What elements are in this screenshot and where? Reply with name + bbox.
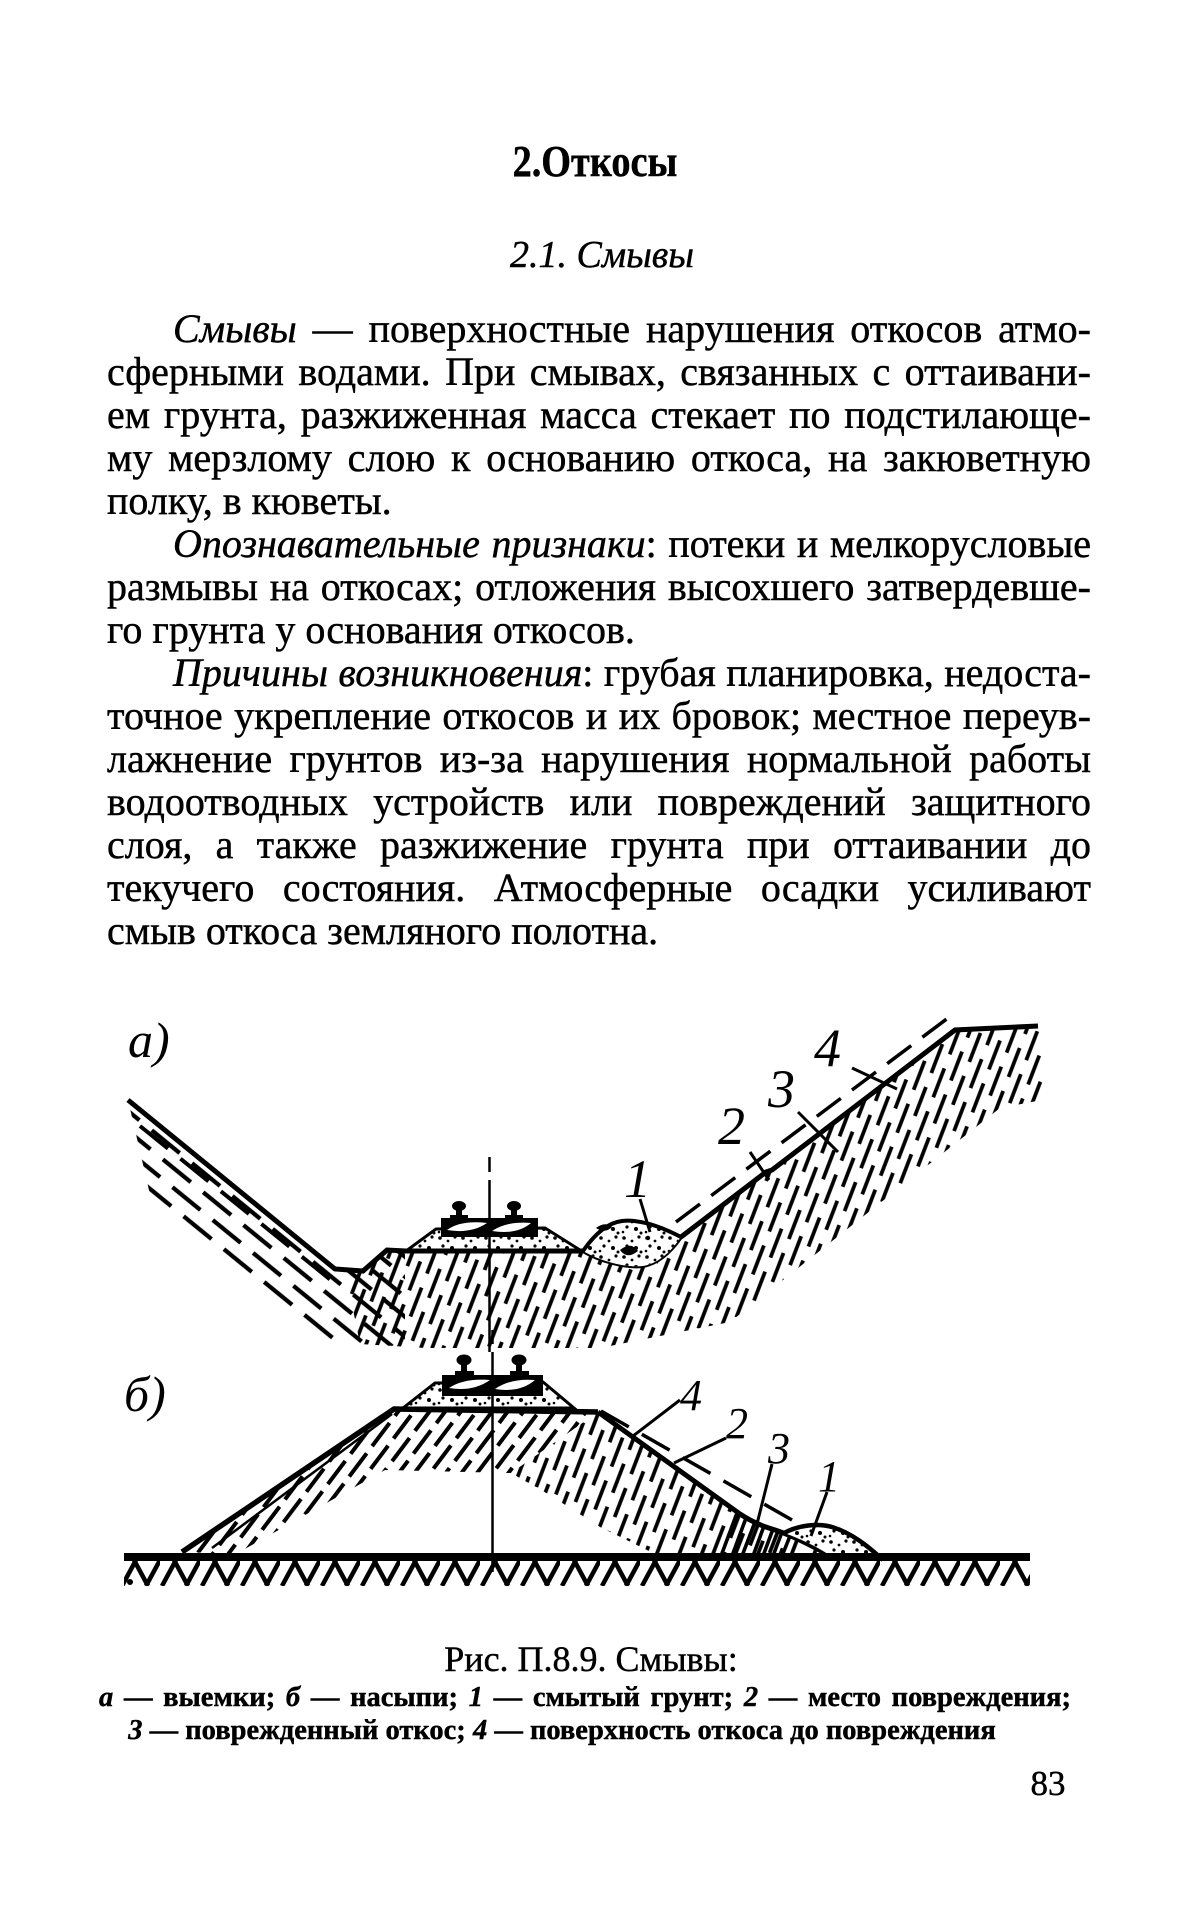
svg-text:1: 1 xyxy=(624,1149,651,1209)
svg-text:б): б) xyxy=(124,1366,166,1422)
svg-text:1: 1 xyxy=(818,1452,840,1501)
svg-text:2: 2 xyxy=(726,1399,748,1448)
svg-text:4: 4 xyxy=(814,1018,841,1078)
svg-text:а): а) xyxy=(128,1012,170,1068)
svg-text:3: 3 xyxy=(767,1424,790,1473)
svg-text:2: 2 xyxy=(718,1096,745,1156)
svg-text:3: 3 xyxy=(767,1059,795,1119)
svg-text:4: 4 xyxy=(680,1371,702,1420)
